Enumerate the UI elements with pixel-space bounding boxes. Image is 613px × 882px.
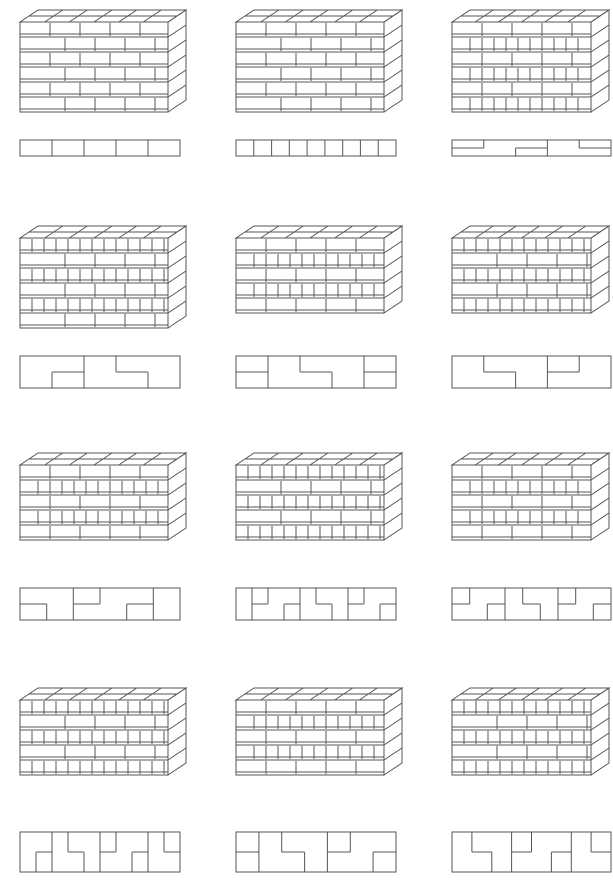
wall-axonometric [20,10,186,112]
bond-figure-1-3 [452,10,611,156]
bond-figure-2-3 [452,226,611,388]
bond-plan [20,140,180,156]
bond-figure-3-2 [236,453,402,620]
wall-axonometric [236,688,402,775]
bond-plan [452,140,611,156]
wall-axonometric [452,226,609,313]
wall-axonometric [20,688,186,775]
wall-axonometric [236,10,402,112]
wall-axonometric [20,453,186,540]
bond-plan [20,356,180,388]
bond-plan [452,588,611,620]
bond-figure-4-1 [20,688,186,872]
bond-figure-1-1 [20,10,186,156]
bond-plan [20,832,180,872]
bond-plan [20,588,180,620]
wall-axonometric [452,688,609,775]
wall-axonometric [236,453,402,540]
wall-axonometric [452,10,609,112]
bond-figure-3-1 [20,453,186,620]
bond-figure-4-2 [236,688,402,872]
bond-figure-2-1 [20,226,186,388]
bond-plan [236,140,396,156]
bond-plan [236,356,396,388]
wall-axonometric [452,453,609,540]
bond-plan [236,588,396,620]
bond-figure-3-3 [452,453,611,620]
wall-axonometric [236,226,402,313]
bond-plan [452,832,611,872]
bond-figure-2-2 [236,226,402,388]
bond-figure-4-3 [452,688,611,872]
bond-figure-1-2 [236,10,402,156]
bond-plan [452,356,611,388]
bond-plan [236,832,396,872]
wall-axonometric [20,226,186,328]
